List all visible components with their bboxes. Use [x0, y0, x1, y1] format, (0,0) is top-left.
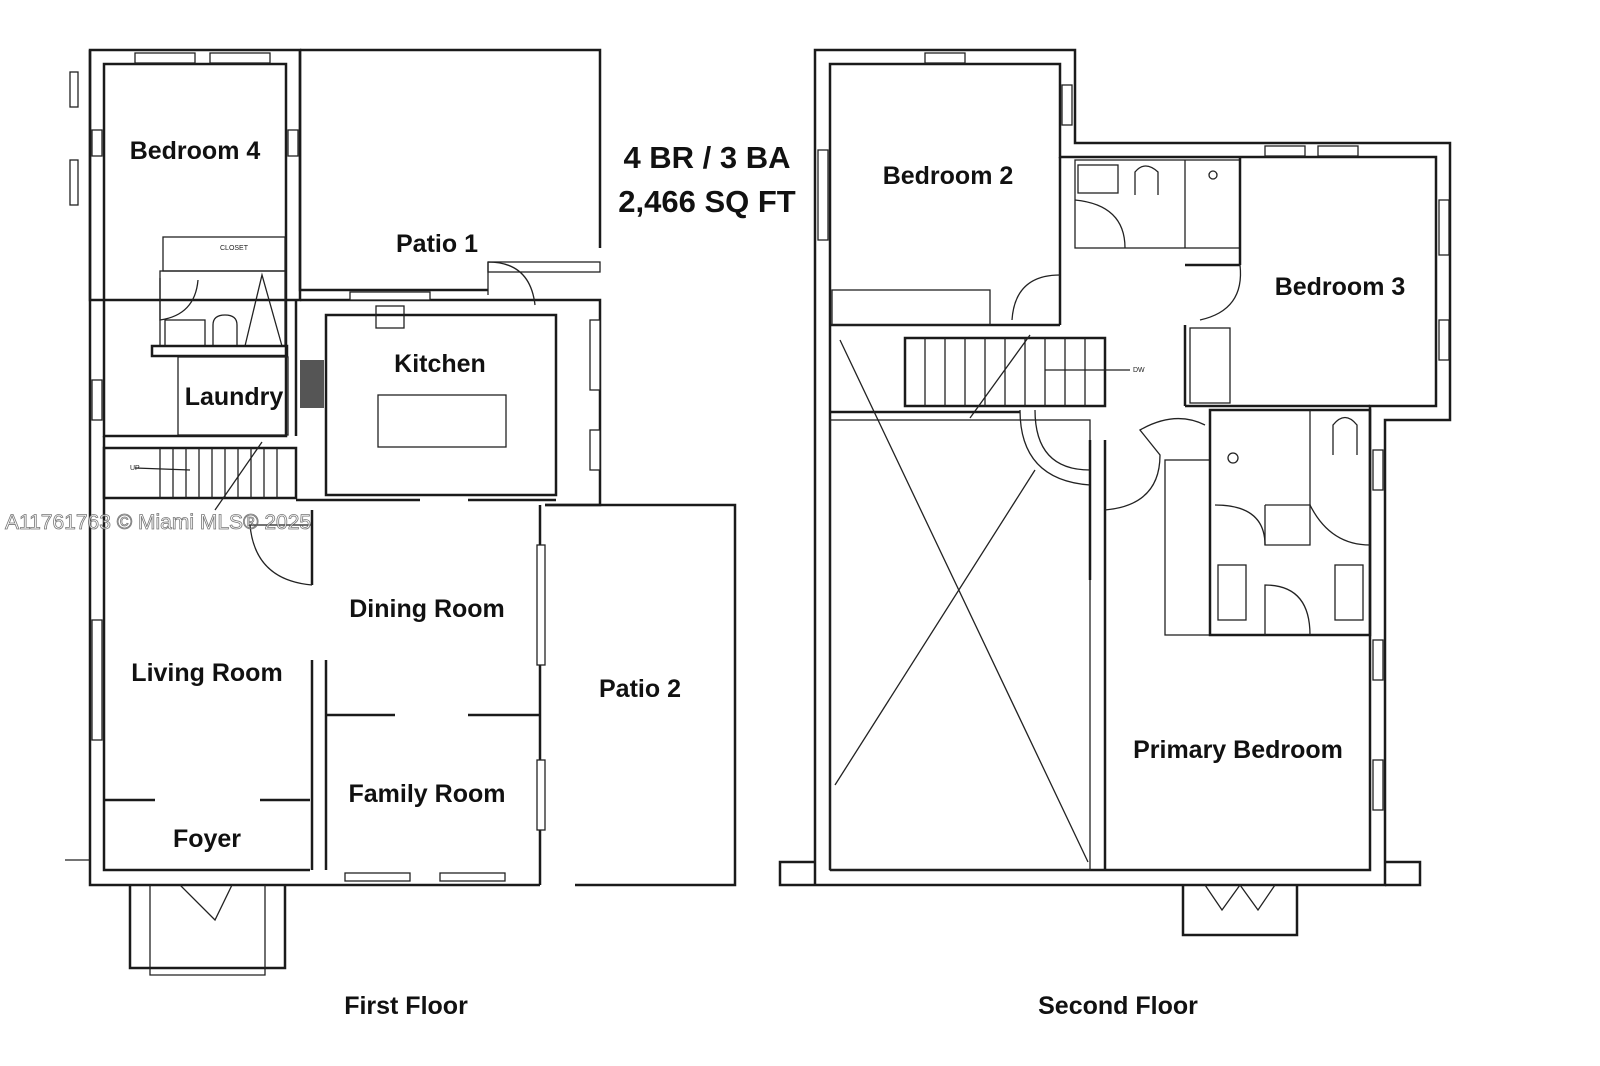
room-label-patio-1: Patio 1 [396, 230, 478, 258]
room-label-family-room: Family Room [349, 780, 506, 808]
first-floor-plan: CLOSET UP [65, 48, 737, 976]
room-label-primary-bedroom: Primary Bedroom [1133, 736, 1343, 764]
square-footage-summary: 2,466 SQ FT [618, 184, 796, 219]
second-floor-plan: DW [778, 48, 1452, 937]
stairs-dw-label: DW [1133, 367, 1145, 374]
room-label-bedroom-3: Bedroom 3 [1275, 273, 1406, 301]
beds-baths-summary: 4 BR / 3 BA [623, 140, 790, 175]
room-label-bedroom-4: Bedroom 4 [130, 137, 261, 165]
watermark: A11761763 © Miami MLS® 2025 [5, 511, 311, 534]
room-label-dining-room: Dining Room [349, 595, 505, 623]
room-label-kitchen: Kitchen [394, 350, 486, 378]
stairs-up-label: UP [130, 465, 140, 472]
first-floor-caption: First Floor [344, 992, 468, 1020]
room-label-laundry: Laundry [185, 383, 284, 411]
room-label-living-room: Living Room [131, 659, 282, 687]
room-label-patio-2: Patio 2 [599, 675, 681, 703]
closet-label: CLOSET [220, 245, 249, 252]
second-floor-caption: Second Floor [1038, 992, 1198, 1020]
room-label-foyer: Foyer [173, 825, 241, 853]
room-label-bedroom-2: Bedroom 2 [883, 162, 1014, 190]
